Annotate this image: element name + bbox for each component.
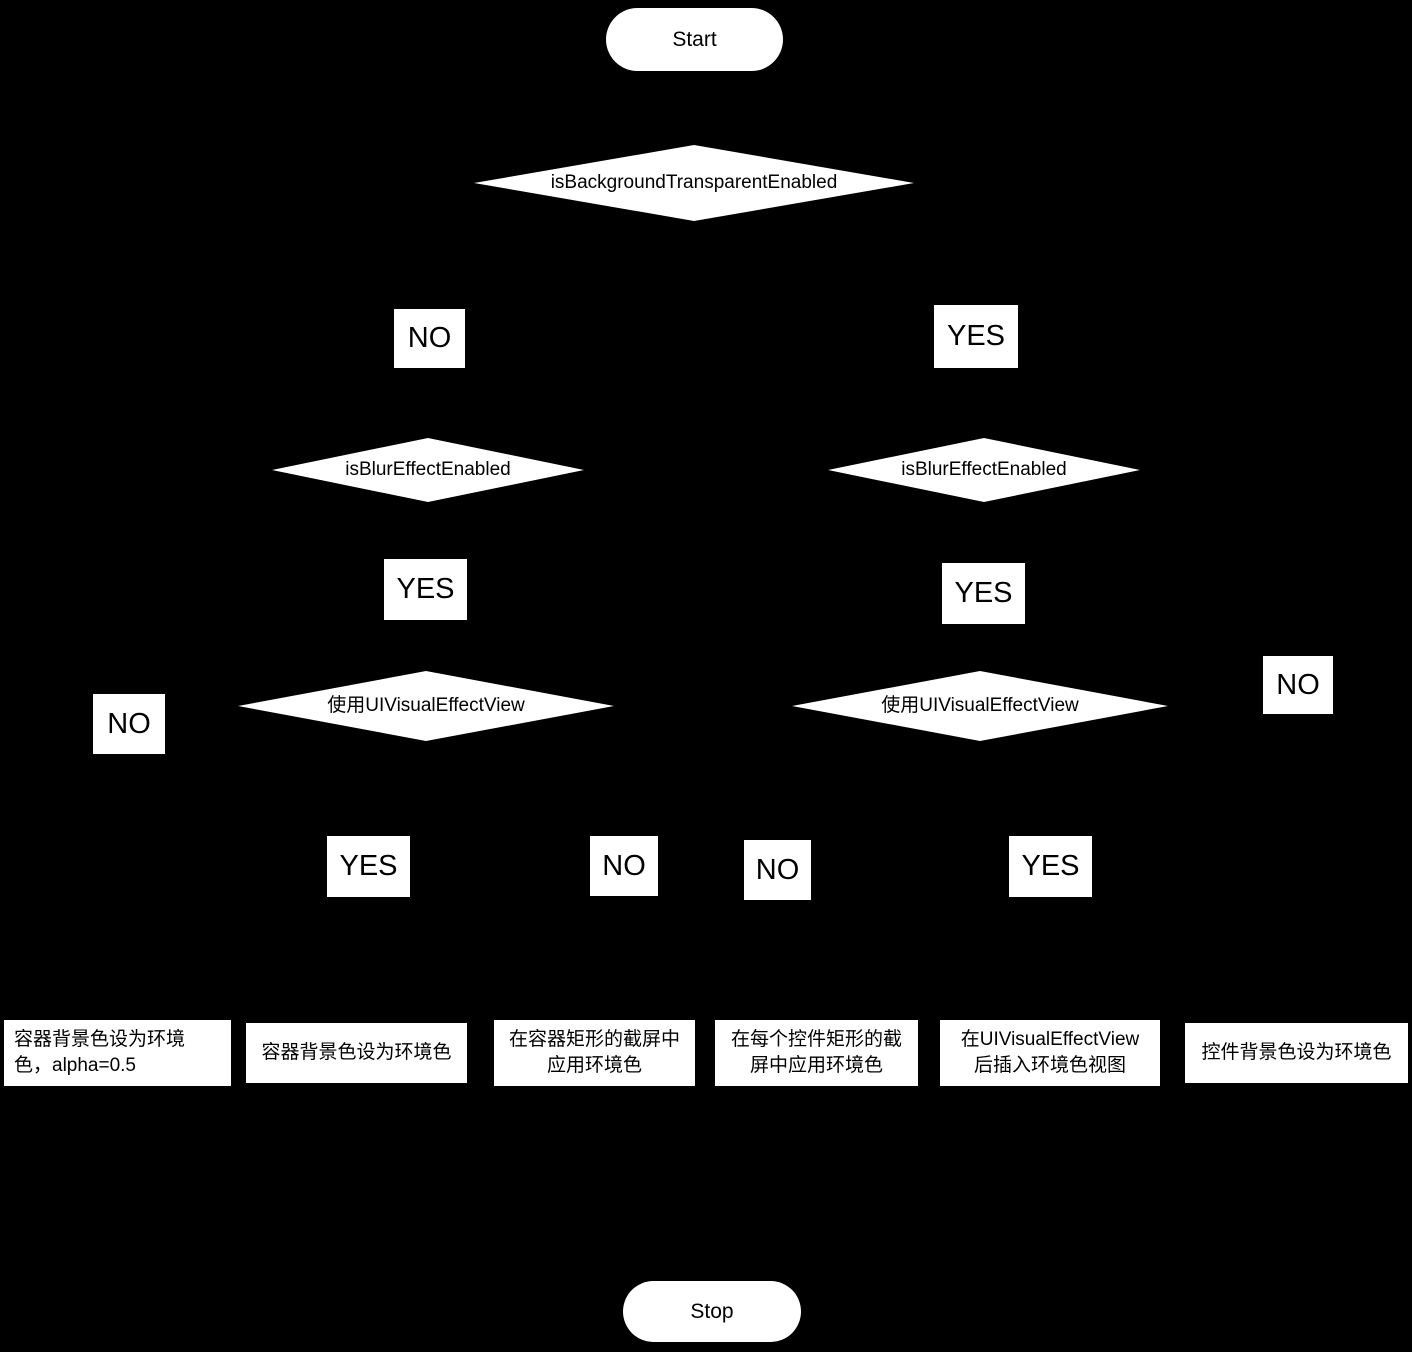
- node-stop[interactable]: Stop: [623, 1281, 801, 1342]
- edge-label-text: NO: [602, 849, 646, 882]
- process-control-background-env-color[interactable]: 控件背景色设为环境色: [1185, 1023, 1408, 1083]
- process-container-background-alpha[interactable]: 容器背景色设为环境 色，alpha=0.5: [4, 1020, 231, 1086]
- edge-label-blur-right-no: NO: [1263, 656, 1333, 714]
- edge-label-text: YES: [339, 850, 398, 882]
- edge-label-vev-right-yes: YES: [1009, 836, 1092, 897]
- process-label: 容器背景色设为环境色: [261, 1041, 452, 1063]
- process-container-background-env-color[interactable]: 容器背景色设为环境色: [246, 1023, 467, 1083]
- decision-is-blur-effect-enabled-left[interactable]: isBlurEffectEnabled: [272, 438, 584, 502]
- edge-label-text: YES: [396, 573, 455, 605]
- decision-root-label: isBackgroundTransparentEnabled: [550, 172, 838, 194]
- decision-use-uivisualeffectview-left[interactable]: 使用UIVisualEffectView: [238, 671, 614, 741]
- decision-vev-right-label: 使用UIVisualEffectView: [881, 695, 1079, 717]
- edge-label-vev-left-yes: YES: [327, 836, 410, 897]
- process-label: 在UIVisualEffectView 后插入环境色视图: [960, 1028, 1140, 1076]
- edge-label-text: YES: [1021, 850, 1080, 882]
- edge-label-text: YES: [946, 320, 1006, 352]
- edge-label-text: NO: [1276, 668, 1320, 701]
- edge-label-blur-left-no: NO: [93, 694, 165, 754]
- edge-label-text: NO: [755, 853, 800, 886]
- decision-vev-left-label: 使用UIVisualEffectView: [327, 695, 525, 717]
- edge-label-blur-right-yes: YES: [942, 563, 1025, 624]
- process-insert-env-color-view-after-uivisualeffectview[interactable]: 在UIVisualEffectView 后插入环境色视图: [940, 1020, 1160, 1086]
- decision-is-blur-effect-enabled-right[interactable]: isBlurEffectEnabled: [828, 438, 1140, 502]
- edge-label-root-no: NO: [394, 309, 465, 368]
- process-apply-env-color-container-rect-screenshot[interactable]: 在容器矩形的截屏中 应用环境色: [494, 1020, 695, 1086]
- edge-label-vev-right-no: NO: [744, 840, 811, 900]
- edge-label-text: YES: [954, 577, 1013, 609]
- process-label: 控件背景色设为环境色: [1201, 1041, 1392, 1063]
- process-apply-env-color-each-control-rect-screenshot[interactable]: 在每个控件矩形的截 屏中应用环境色: [715, 1020, 918, 1086]
- decision-blur-left-label: isBlurEffectEnabled: [345, 459, 511, 481]
- edge-label-vev-left-no: NO: [590, 836, 658, 896]
- node-start[interactable]: Start: [606, 8, 783, 71]
- edge-label-text: NO: [107, 707, 151, 740]
- node-stop-label: Stop: [690, 1299, 734, 1323]
- decision-use-uivisualeffectview-right[interactable]: 使用UIVisualEffectView: [792, 671, 1168, 741]
- edge-label-root-yes: YES: [934, 305, 1018, 368]
- process-label: 在容器矩形的截屏中 应用环境色: [508, 1028, 680, 1076]
- decision-is-background-transparent-enabled[interactable]: isBackgroundTransparentEnabled: [474, 145, 914, 221]
- decision-blur-right-label: isBlurEffectEnabled: [901, 459, 1067, 481]
- process-label: 在每个控件矩形的截 屏中应用环境色: [730, 1028, 902, 1076]
- edge-label-text: NO: [407, 322, 452, 354]
- edge-label-blur-left-yes: YES: [384, 559, 467, 620]
- node-start-label: Start: [672, 27, 717, 51]
- process-label: 容器背景色设为环境 色，alpha=0.5: [14, 1028, 186, 1076]
